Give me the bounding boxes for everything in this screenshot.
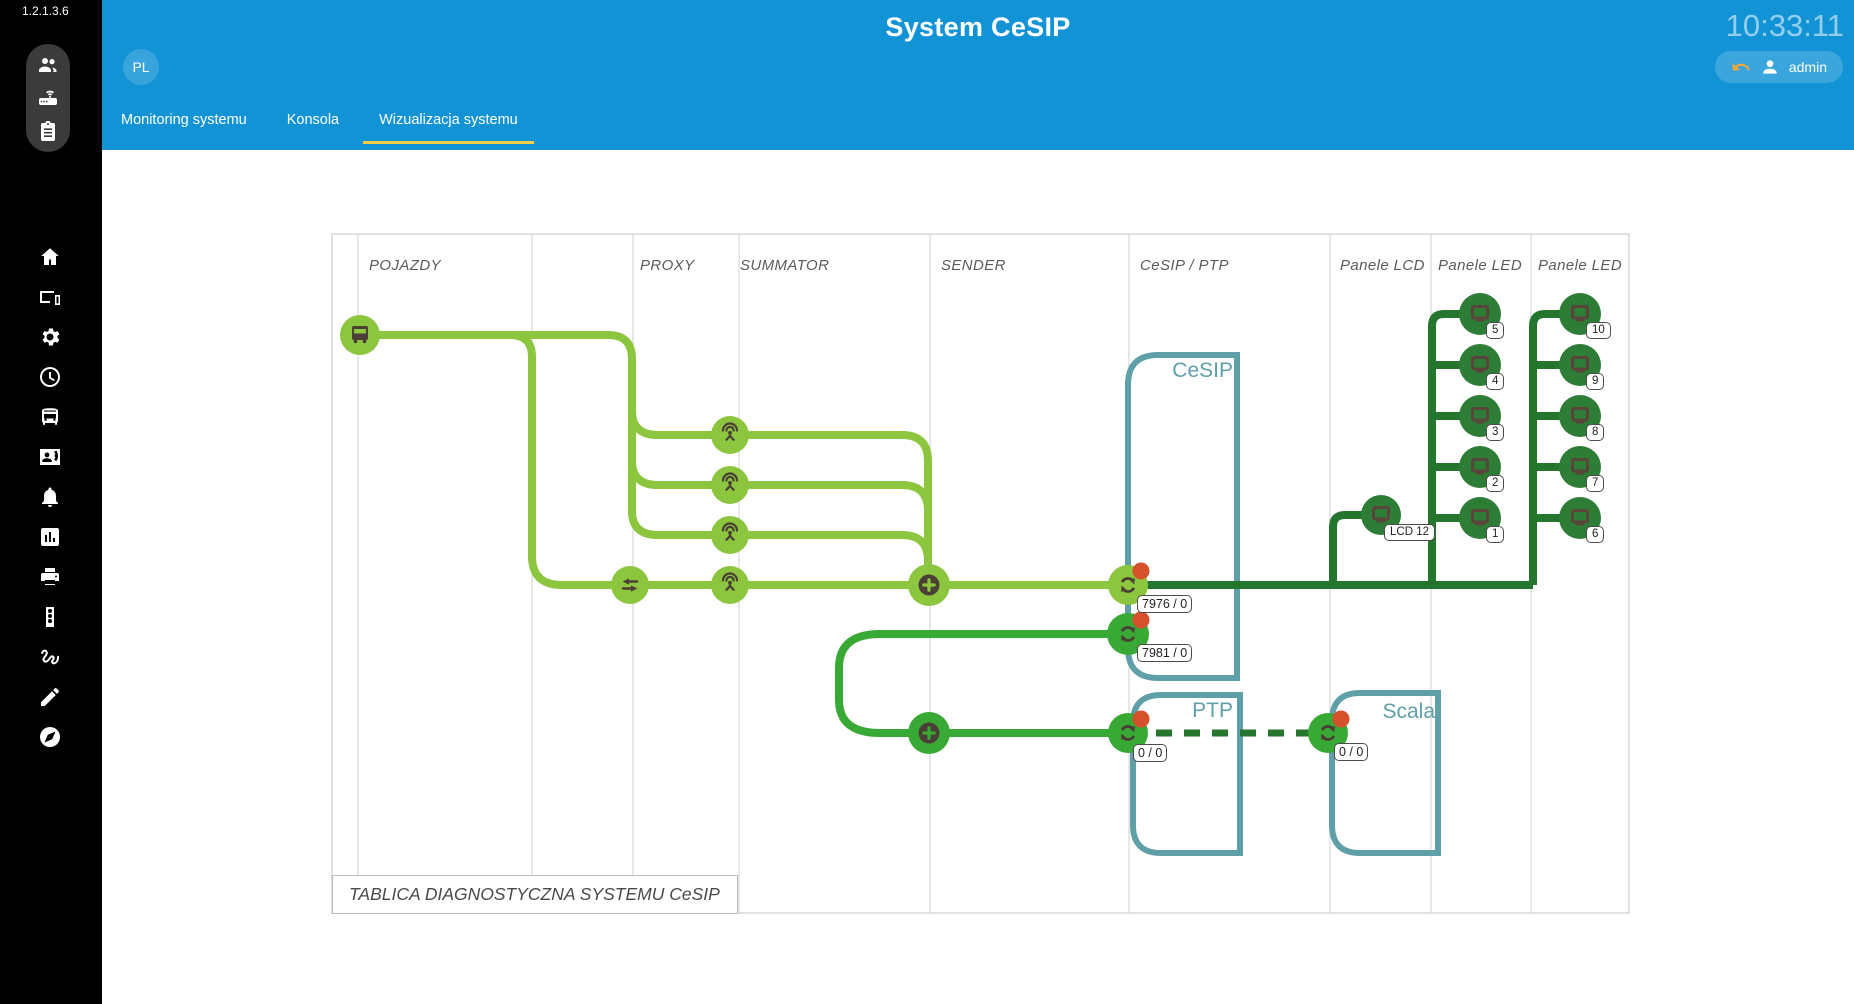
column-header-summator: SUMMATOR [740,257,830,274]
sidebar-quick-pill [26,44,70,152]
edit-icon[interactable] [38,685,62,709]
sender-node-ptp[interactable] [1108,710,1150,754]
led-label-10: 10 [1586,322,1611,339]
column-header-sender: SENDER [941,257,1006,274]
counter-cesip-alt: 7981 / 0 [1137,644,1193,662]
gesture-icon[interactable] [38,645,62,669]
proxy-node-1[interactable] [711,416,749,454]
lcd-panel-label: LCD 12 [1384,524,1435,541]
secondary-flow-line [835,630,1128,737]
print-icon[interactable] [38,565,62,589]
header-bar: System CeSIP PL 10:33:11 admin Monitorin… [102,0,1854,150]
user-name: admin [1788,59,1827,75]
tab-monitoring-systemu[interactable]: Monitoring systemu [121,112,247,128]
contacts-icon[interactable] [38,445,62,469]
led-label-5: 5 [1486,322,1505,339]
column-header-panele-led-1: Panele LED [1438,257,1523,274]
proxy-node-2[interactable] [711,466,749,504]
summator-node-main[interactable] [908,564,950,606]
undo-icon [1732,62,1750,71]
explore-icon[interactable] [38,725,62,749]
counter-ptp: 0 / 0 [1133,744,1168,762]
alert-dot [1332,710,1350,728]
sidebar-nav [38,245,64,749]
column-header-pojazdy: POJAZDY [369,257,441,274]
led-label-6: 6 [1586,526,1605,543]
clock-icon[interactable] [38,365,62,389]
notifications-icon[interactable] [38,485,62,509]
users-icon[interactable] [36,53,60,77]
settings-icon[interactable] [38,325,62,349]
tab-wizualizacja-systemu[interactable]: Wizualizacja systemu [363,106,534,144]
column-header-cesip-ptp: CeSIP / PTP [1140,257,1229,274]
stats-icon[interactable] [38,525,62,549]
column-header-proxy: PROXY [640,257,695,274]
language-badge[interactable]: PL [123,49,159,85]
home-icon[interactable] [38,245,62,269]
led-label-4: 4 [1486,373,1505,390]
vehicle-node[interactable] [340,315,380,355]
group-label-cesip: CeSIP [1172,359,1233,382]
led-label-7: 7 [1586,475,1605,492]
bus-icon[interactable] [38,405,62,429]
alert-dot [1132,611,1150,629]
alert-dot [1132,562,1150,580]
app-version: 1.2.1.3.6 [22,4,69,18]
column-header-panele-lcd: Panele LCD [1340,257,1425,274]
tab-konsola[interactable]: Konsola [286,112,340,128]
proxy-node-4[interactable] [711,566,749,604]
summator-node-secondary[interactable] [908,712,950,754]
transfer-node[interactable] [611,566,649,604]
led-label-2: 2 [1486,475,1505,492]
user-menu-button[interactable]: admin [1714,51,1843,83]
sidebar: 1.2.1.3.6 [0,0,102,1004]
clipboard-icon[interactable] [36,119,60,143]
column-header-panele-led-2: Panele LED [1538,257,1623,274]
cesip-bracket [1125,352,1240,681]
group-label-ptp: PTP [1192,699,1233,722]
group-label-scala: Scala [1382,700,1435,723]
router-icon[interactable] [36,86,60,110]
counter-cesip-main: 7976 / 0 [1137,595,1193,613]
led-label-8: 8 [1586,424,1605,441]
page-title: System CeSIP [885,12,1071,42]
alert-dot [1132,710,1150,728]
proxy-node-3[interactable] [711,516,749,554]
devices-icon[interactable] [38,285,62,309]
panel-distribution-lines [1128,310,1580,589]
board-title: TABLICA DIAGNOSTYCZNA SYSTEMU CeSIP [332,875,738,914]
tab-bar: Monitoring systemu Konsola Wizualizacja … [105,106,534,144]
clock-display: 10:33:11 [1725,8,1844,43]
led-label-1: 1 [1486,526,1505,543]
led-label-3: 3 [1486,424,1505,441]
user-icon [1763,60,1777,74]
counter-scala: 0 / 0 [1334,743,1369,761]
traffic-light-icon[interactable] [38,605,62,629]
led-label-9: 9 [1586,373,1605,390]
